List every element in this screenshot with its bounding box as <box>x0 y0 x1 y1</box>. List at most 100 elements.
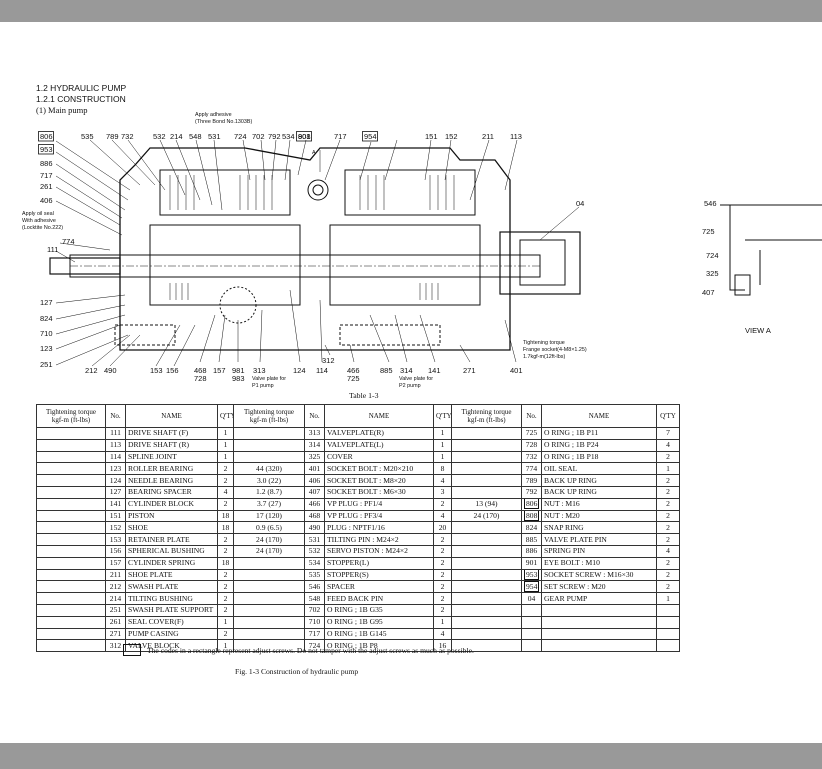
callout-left: 406 <box>40 196 53 205</box>
part-name-cell: STOPPER(L) <box>324 556 434 570</box>
quantity-cell: 2 <box>217 627 234 641</box>
torque-cell <box>36 474 106 487</box>
part-number-cell <box>521 603 542 617</box>
quantity-cell <box>656 639 680 653</box>
legend-text: The codes in a rectangle represent adjus… <box>147 645 474 655</box>
quantity-cell: 2 <box>217 544 234 558</box>
torque-cell <box>233 580 305 594</box>
part-name-cell: O RING ; 1B G95 <box>324 615 434 629</box>
callout-bottom: 212 <box>85 366 98 375</box>
callout-left: 261 <box>40 182 53 191</box>
callout-bottom: 271 <box>463 366 476 375</box>
quantity-cell: 16 <box>433 639 452 653</box>
part-name-cell: CYLINDER BLOCK <box>125 497 218 511</box>
callout-top: 724 <box>234 132 247 141</box>
callout-top: 548 <box>189 132 202 141</box>
part-name-cell: OIL SEAL <box>541 462 657 476</box>
torque-cell <box>451 485 522 499</box>
part-name-cell: EYE BOLT : M10 <box>541 556 657 570</box>
part-number-cell: 214 <box>105 592 126 605</box>
quantity-cell: 2 <box>656 485 680 499</box>
callout-left: 251 <box>40 360 53 369</box>
part-number-cell: 490 <box>304 521 325 535</box>
quantity-cell: 18 <box>217 509 234 523</box>
quantity-cell: 4 <box>433 509 452 523</box>
adjust-screw-box <box>362 131 378 142</box>
torque-cell <box>451 556 522 570</box>
quantity-cell: 2 <box>217 580 234 594</box>
valve-p1-line2: P1 pump <box>252 383 274 389</box>
torque-cell <box>36 450 106 464</box>
top-frame-bar <box>0 0 822 22</box>
torque-cell: 44 (320) <box>233 462 305 476</box>
header-name-1: NAME <box>125 404 218 428</box>
part-number-cell: 04 <box>521 592 542 605</box>
part-number-cell: 123 <box>105 462 126 476</box>
part-number-cell: 156 <box>105 544 126 558</box>
part-name-cell: SPHERICAL BUSHING <box>125 544 218 558</box>
torque-cell <box>36 580 106 594</box>
callout-top: 151 <box>425 132 438 141</box>
part-number-cell: 406 <box>304 474 325 487</box>
callout-top: 113 <box>510 132 522 141</box>
torque-cell: 17 (120) <box>233 509 305 523</box>
torque-cell <box>36 627 106 641</box>
pump-cross-section-drawing: Apply adhesive (Three Bond No.1303B) App… <box>22 112 822 389</box>
section-subheading: 1.2.1 CONSTRUCTION <box>36 94 126 104</box>
callout-bottom: 313 <box>253 366 266 375</box>
adjust-screw-number: 806 <box>524 499 540 510</box>
torque-cell <box>36 639 106 653</box>
part-name-cell: FEED BACK PIN <box>324 592 434 605</box>
part-name-cell: O RING ; 1B P18 <box>541 450 657 464</box>
quantity-cell: 2 <box>433 603 452 617</box>
adhesive-note-line1: Apply adhesive <box>195 112 232 118</box>
view-a-title: VIEW A <box>745 326 771 335</box>
torque-cell <box>36 427 106 440</box>
callout-boxed-806: 806 <box>40 132 53 141</box>
torque-cell <box>233 450 305 464</box>
quantity-cell: 2 <box>217 603 234 617</box>
part-number-cell: 401 <box>304 462 325 476</box>
part-name-cell: SWASH PLATE SUPPORT <box>125 603 218 617</box>
part-number-cell: 885 <box>521 533 542 546</box>
quantity-cell: 2 <box>656 556 680 570</box>
torque-cell: 24 (170) <box>233 533 305 546</box>
part-name-cell: BACK UP RING <box>541 485 657 499</box>
quantity-cell: 2 <box>433 497 452 511</box>
oil-seal-note-line2: With adhesive <box>22 218 56 224</box>
quantity-cell: 4 <box>217 485 234 499</box>
part-name-cell: GEAR PUMP <box>541 592 657 605</box>
part-name-cell: O RING ; 1B P11 <box>541 427 657 440</box>
quantity-cell: 18 <box>217 521 234 535</box>
part-number-cell: 212 <box>105 580 126 594</box>
part-number-cell: 124 <box>105 474 126 487</box>
callout-boxed-953: 953 <box>40 145 53 154</box>
callout-top: 702 <box>252 132 265 141</box>
part-number-cell: 702 <box>304 603 325 617</box>
torque-cell <box>451 438 522 452</box>
part-number-cell: 325 <box>304 450 325 464</box>
callout-top: 717 <box>334 132 347 141</box>
quantity-cell: 4 <box>656 544 680 558</box>
legend-rectangle-icon <box>123 644 141 656</box>
part-name-cell: SPLINE JOINT <box>125 450 218 464</box>
quantity-cell: 2 <box>433 533 452 546</box>
torque-cell <box>451 544 522 558</box>
quantity-cell: 2 <box>433 568 452 582</box>
torque-cell <box>36 556 106 570</box>
callout-bottom: 466 <box>347 366 360 375</box>
part-number-cell: 466 <box>304 497 325 511</box>
section-item: (1) Main pump <box>36 105 88 115</box>
torque-cell <box>233 592 305 605</box>
callout-top: 534 <box>282 132 295 141</box>
